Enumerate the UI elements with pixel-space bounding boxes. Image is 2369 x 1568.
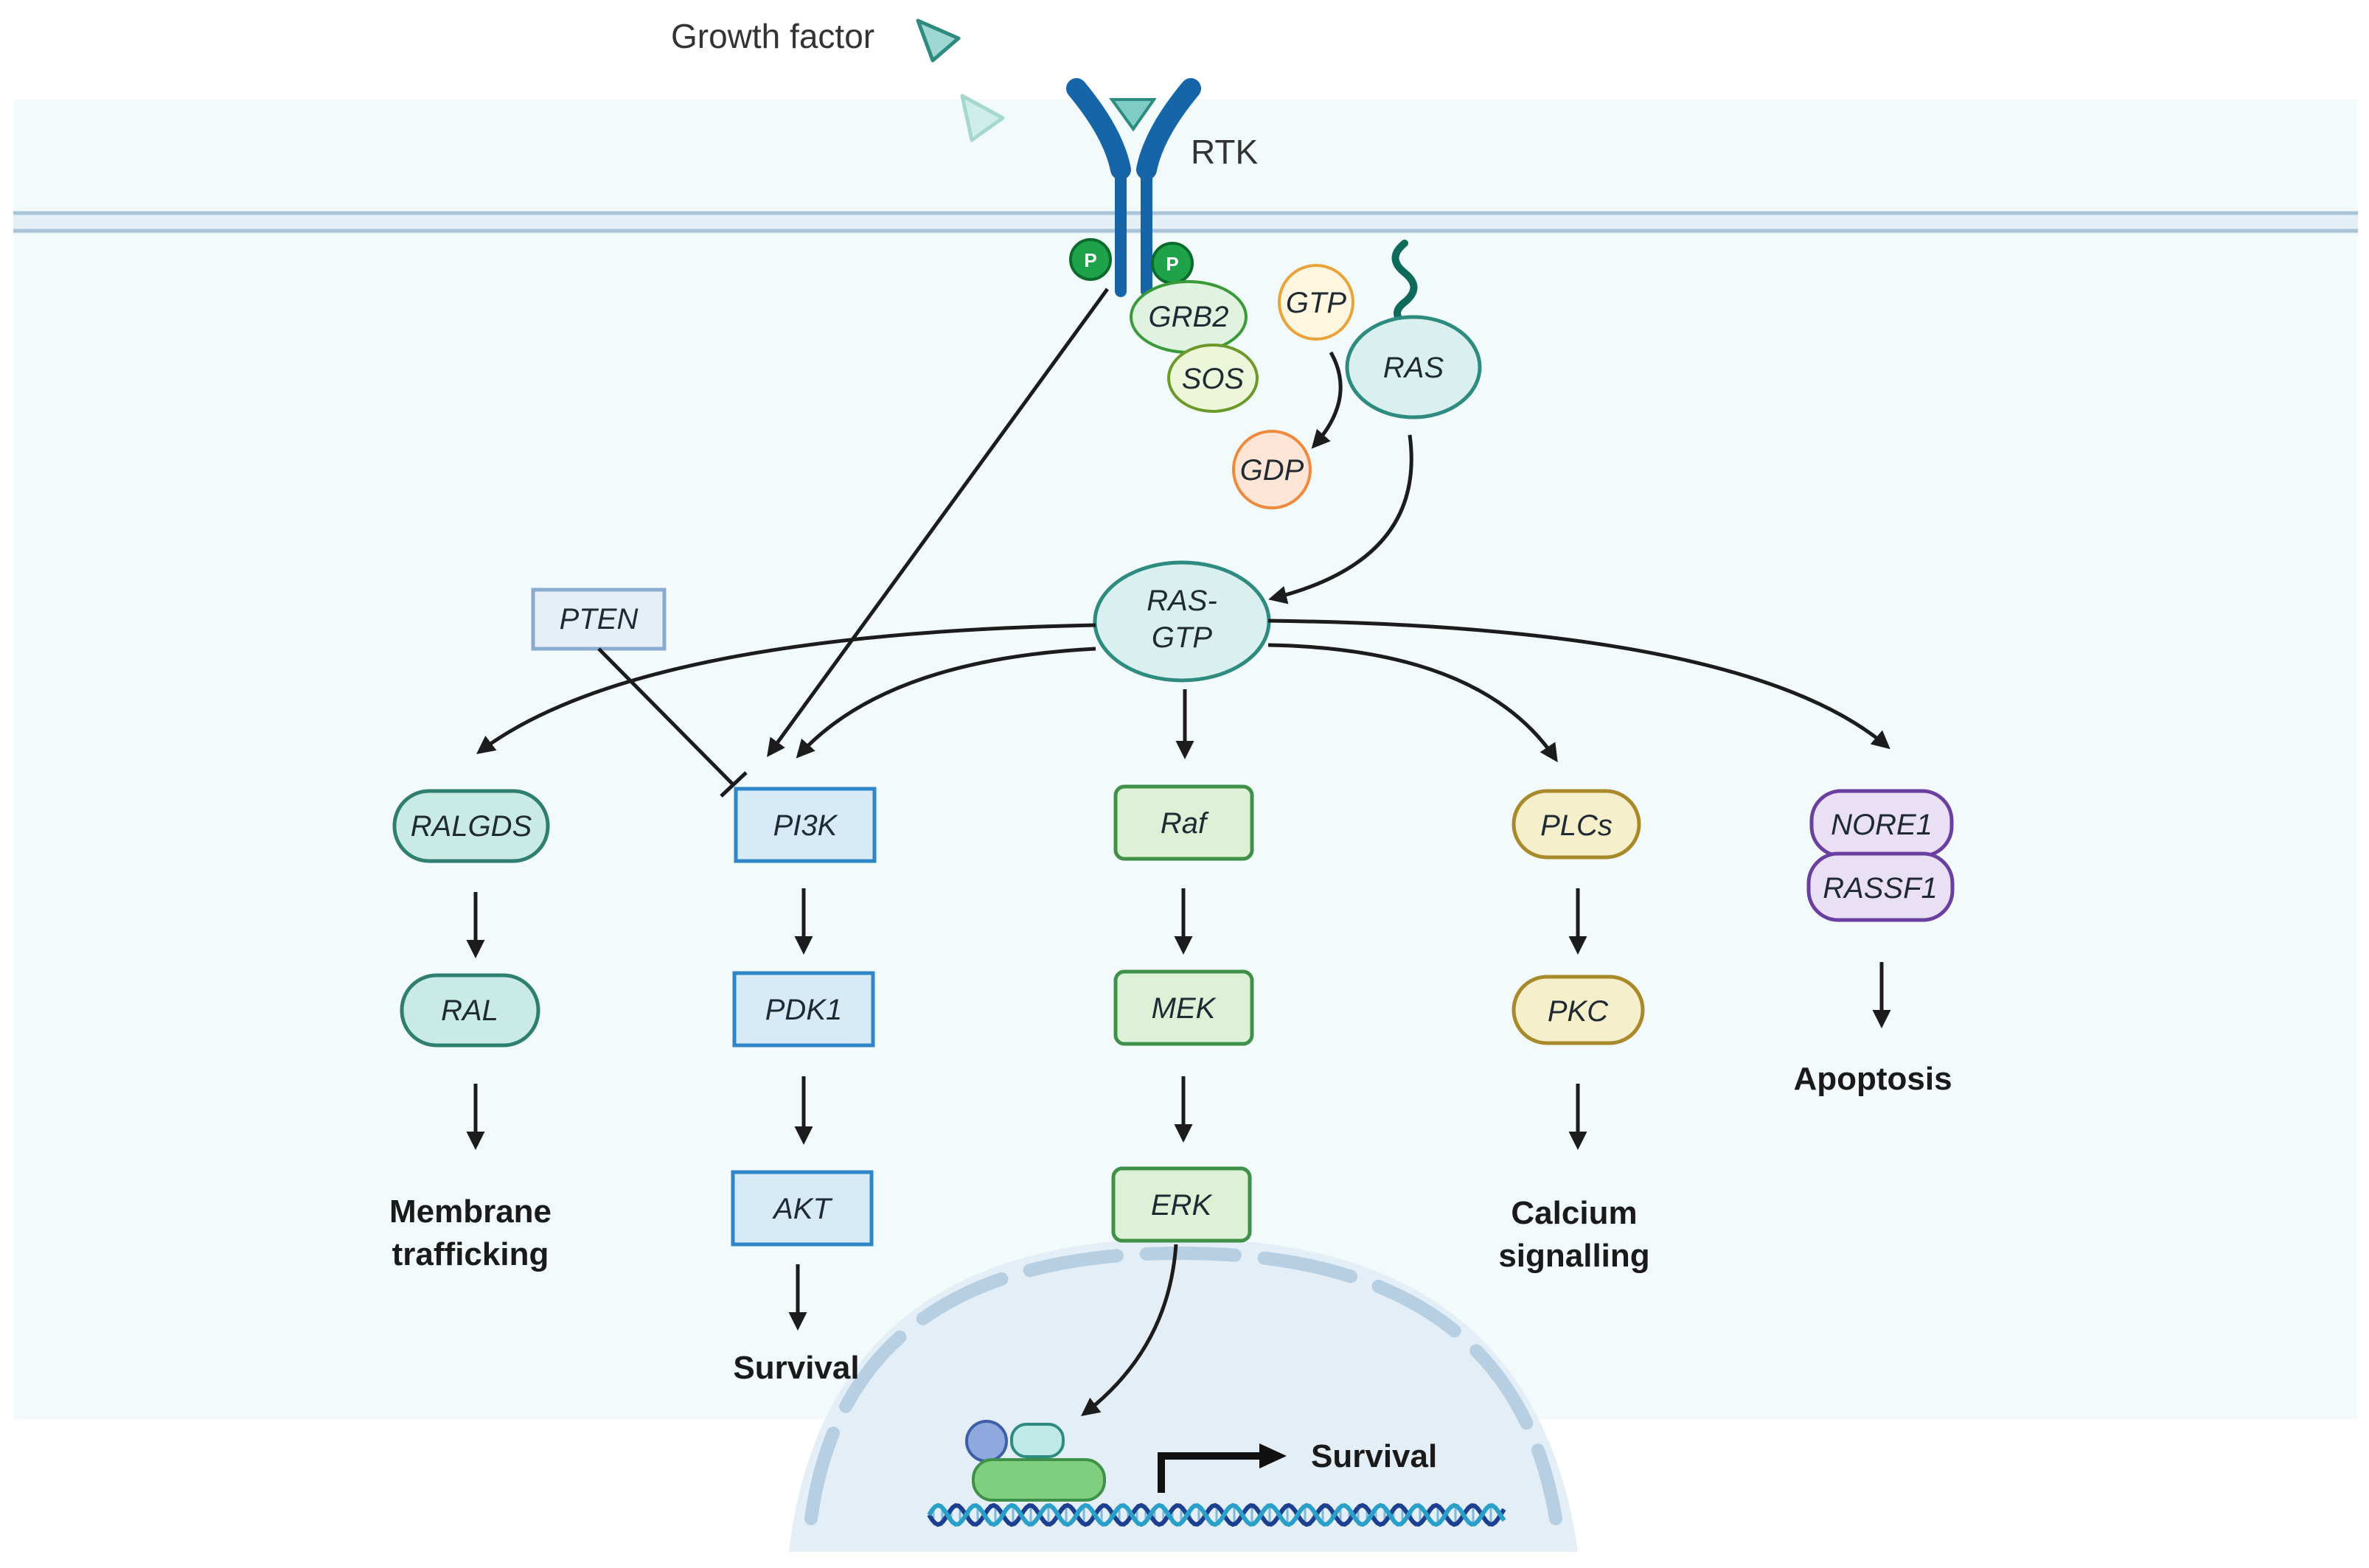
growth-factor-label: Growth factor [671, 17, 874, 55]
pten-node [531, 588, 667, 651]
svg-text:GTP: GTP [1152, 621, 1213, 654]
svg-text:signalling: signalling [1498, 1238, 1649, 1274]
svg-text:NORE1: NORE1 [1831, 809, 1933, 841]
pi3k-node [734, 787, 877, 863]
svg-text:RASSF1: RASSF1 [1823, 872, 1938, 905]
pdk1-node [732, 971, 875, 1048]
svg-text:Raf: Raf [1161, 807, 1209, 840]
rassf1-node [1806, 851, 1955, 922]
transcription-complex-icon [965, 1420, 1106, 1502]
svg-text:GDP: GDP [1240, 454, 1304, 487]
ras-node [1345, 315, 1482, 419]
svg-text:PLCs: PLCs [1540, 809, 1613, 842]
svg-text:RAL: RAL [441, 994, 498, 1027]
svg-text:GRB2: GRB2 [1149, 301, 1229, 333]
svg-text:GTP: GTP [1286, 287, 1347, 319]
phosphate-icon: P [1069, 238, 1112, 281]
raf-node [1113, 784, 1254, 861]
svg-text:P: P [1084, 249, 1096, 271]
ralgds-node [392, 789, 550, 863]
transcription-start-icon [1158, 1443, 1287, 1493]
phosphate-icon: P [1151, 242, 1194, 285]
svg-text:PKC: PKC [1548, 995, 1609, 1028]
pkc-node [1512, 975, 1645, 1045]
svg-text:PTEN: PTEN [560, 603, 639, 635]
erk-node [1111, 1166, 1252, 1243]
svg-text:PDK1: PDK1 [765, 994, 843, 1026]
growth-factor-icon [916, 18, 961, 63]
gtp-node [1278, 264, 1354, 341]
gdp-node [1232, 430, 1312, 509]
svg-text:RAS-: RAS- [1147, 585, 1217, 617]
svg-text:Survival: Survival [1311, 1438, 1437, 1474]
cell-membrane [13, 211, 2358, 234]
svg-text:Membrane: Membrane [389, 1194, 552, 1230]
dna-icon [927, 1502, 1506, 1527]
sos-node [1167, 344, 1259, 413]
lipid-anchor-icon [1391, 240, 1418, 328]
svg-text:SOS: SOS [1182, 363, 1245, 395]
mek-node [1113, 969, 1254, 1046]
ral-node [400, 973, 540, 1048]
svg-text:Calcium: Calcium [1511, 1195, 1637, 1231]
akt-node [731, 1170, 874, 1247]
svg-text:RALGDS: RALGDS [411, 810, 532, 843]
svg-text:Survival: Survival [733, 1350, 859, 1386]
growth-factor-icon [960, 94, 1005, 142]
rtk-label: RTK [1191, 133, 1258, 171]
svg-text:PI3K: PI3K [773, 809, 839, 842]
svg-text:P: P [1166, 253, 1178, 275]
svg-text:ERK: ERK [1151, 1189, 1214, 1222]
svg-text:MEK: MEK [1152, 992, 1217, 1025]
svg-text:Apoptosis: Apoptosis [1793, 1061, 1952, 1097]
svg-text:AKT: AKT [772, 1193, 832, 1225]
svg-text:RAS: RAS [1383, 352, 1444, 384]
plcs-node [1512, 789, 1641, 860]
rtk-receptor-icon [1066, 78, 1201, 297]
svg-text:trafficking: trafficking [392, 1236, 549, 1272]
